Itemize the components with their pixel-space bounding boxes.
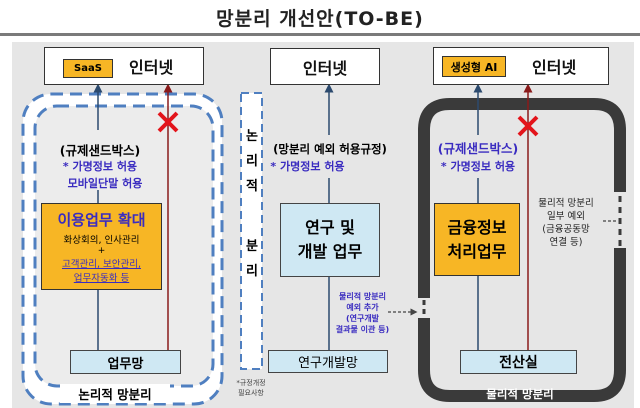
vertical-char: 리 xyxy=(246,154,258,169)
rnd-exception-note: 물리적 망분리 예외 추가 (연구개발 결과물 이관 등) xyxy=(335,291,390,335)
note-line: (금융공동망 xyxy=(542,224,590,235)
sandbox-label: (규제샌드박스) xyxy=(437,141,519,156)
vertical-char: 분 xyxy=(246,239,258,254)
box-line: 처리업무 xyxy=(447,241,507,261)
left-internet-box: SaaS 인터넷 xyxy=(44,47,204,85)
box-line: 고객관리, 보안관리, xyxy=(62,259,141,270)
footnote: *규정개정 xyxy=(236,379,266,387)
note-pseudonym: * 가명정보 허용 xyxy=(62,160,138,173)
logical-separation-label: 논리적 망분리 xyxy=(60,384,170,403)
internet-label: 인터넷 xyxy=(532,58,577,77)
box-title: 이용업무 확대 xyxy=(57,211,146,229)
rnd-network-box: 연구개발망 xyxy=(268,350,388,373)
note-mobile: 모바일단말 허용 xyxy=(67,177,143,190)
vertical-char: 리 xyxy=(246,264,258,279)
rnd-work-box: 연구 및 개발 업무 xyxy=(280,203,380,277)
box-line: 업무자동화 등 xyxy=(73,273,130,284)
right-internet-box: 생성형 AI 인터넷 xyxy=(433,47,609,85)
note-line: 연결 등) xyxy=(549,237,583,248)
expanded-work-box: 이용업무 확대 화상회의, 인사관리 + 고객관리, 보안관리, 업무자동화 등 xyxy=(41,203,162,290)
note-pseudonym: * 가명정보 허용 xyxy=(270,160,345,173)
blocked-x-icon xyxy=(517,115,539,137)
physical-separation-label: 물리적 망분리 xyxy=(486,387,554,401)
vertical-char: 논 xyxy=(246,129,258,144)
logical-separation-strip xyxy=(240,92,263,370)
note-line: (연구개발 xyxy=(345,314,380,323)
title-text: 망분리 개선안(TO-BE) xyxy=(216,7,424,30)
box-line: 개발 업무 xyxy=(297,242,363,261)
middle-internet-box: 인터넷 xyxy=(270,48,380,85)
exception-rule-label: (망분리 예외 허용규정) xyxy=(273,142,387,156)
internet-label: 인터넷 xyxy=(129,58,174,77)
note-line: 예외 추가 xyxy=(346,303,379,312)
business-network-box: 업무망 xyxy=(70,350,181,374)
vertical-char: 적 xyxy=(246,179,258,194)
saas-label: SaaS xyxy=(63,59,113,78)
blocked-x-icon xyxy=(157,111,179,133)
note-line: 물리적 망분리 xyxy=(538,198,594,209)
box-line: 금융정보 xyxy=(447,217,507,237)
financial-info-box: 금융정보 처리업무 xyxy=(434,203,520,276)
note-line: 물리적 망분리 xyxy=(339,292,386,301)
physical-boundary xyxy=(418,98,626,402)
sandbox-label: (규제샌드박스) xyxy=(59,143,141,158)
box-plus: + xyxy=(97,246,106,256)
box-line: 화상회의, 인사관리 xyxy=(63,235,140,246)
note-line: 결과물 이관 등) xyxy=(335,325,390,334)
diagram-title: 망분리 개선안(TO-BE) xyxy=(0,0,640,34)
footnote: 필요사항 xyxy=(238,389,264,397)
genai-label: 생성형 AI xyxy=(442,56,506,77)
physical-exception-note: 물리적 망분리 일부 예외 (금융공동망 연결 등) xyxy=(530,197,602,249)
data-center-box: 전산실 xyxy=(460,350,577,374)
box-line: 연구 및 xyxy=(305,218,355,237)
note-line: 일부 예외 xyxy=(547,211,585,222)
note-pseudonym: * 가명정보 허용 xyxy=(440,160,516,173)
title-underline xyxy=(0,33,640,36)
